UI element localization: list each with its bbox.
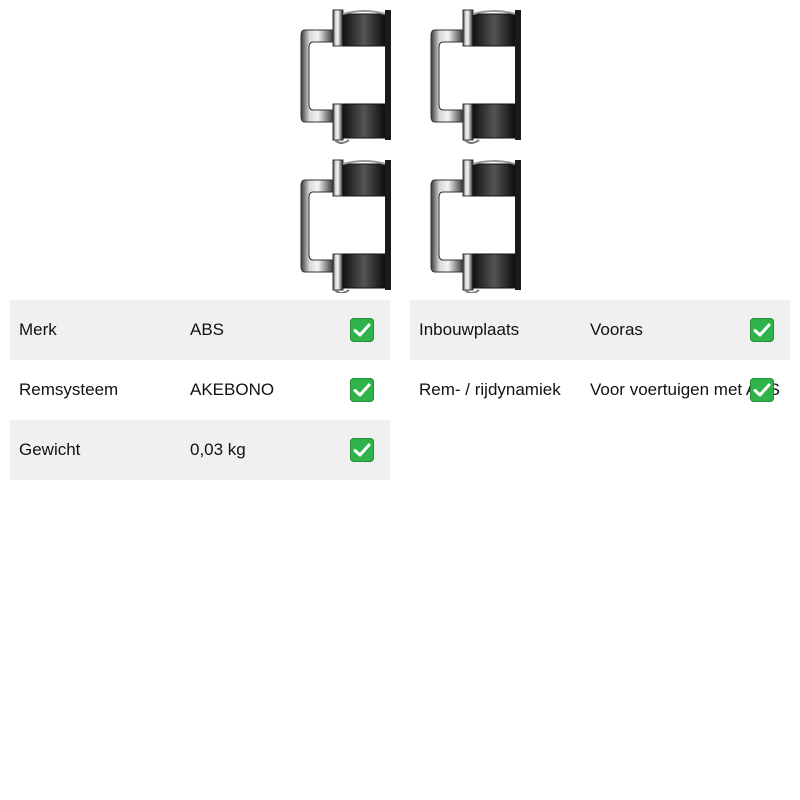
spec-value: AKEBONO bbox=[190, 380, 275, 399]
spec-row-remsysteem: Remsysteem AKEBONO bbox=[10, 360, 390, 420]
spec-row-merk: Merk ABS bbox=[10, 300, 390, 360]
spec-label: Remsysteem bbox=[19, 380, 119, 399]
spec-label: Inbouwplaats bbox=[419, 320, 520, 339]
spec-value: 0,03 kg bbox=[190, 440, 246, 459]
product-image bbox=[295, 8, 530, 293]
spec-label: Merk bbox=[19, 320, 57, 339]
spec-table-right: Inbouwplaats Vooras Rem- / rijdynamiek V… bbox=[410, 300, 790, 420]
spec-row-inbouwplaats: Inbouwplaats Vooras bbox=[410, 300, 790, 360]
spec-value: Voor voertuigen met ABS bbox=[590, 380, 780, 399]
spec-value: Vooras bbox=[590, 320, 643, 339]
spec-row-gewicht: Gewicht 0,03 kg bbox=[10, 420, 390, 480]
spec-row-rem-rijdynamiek: Rem- / rijdynamiek Voor voertuigen met A… bbox=[410, 360, 790, 420]
check-icon bbox=[350, 318, 374, 342]
check-icon bbox=[350, 438, 374, 462]
spec-value: ABS bbox=[190, 320, 225, 339]
brake-pad-clip-set-icon bbox=[300, 9, 522, 293]
spec-table-left: Merk ABS Remsysteem AKEBONO Gewicht 0,03… bbox=[10, 300, 390, 480]
check-icon bbox=[750, 378, 774, 402]
spec-label: Gewicht bbox=[19, 440, 81, 459]
check-icon bbox=[750, 318, 774, 342]
spec-label: Rem- / rijdynamiek bbox=[419, 380, 561, 399]
check-icon bbox=[350, 378, 374, 402]
